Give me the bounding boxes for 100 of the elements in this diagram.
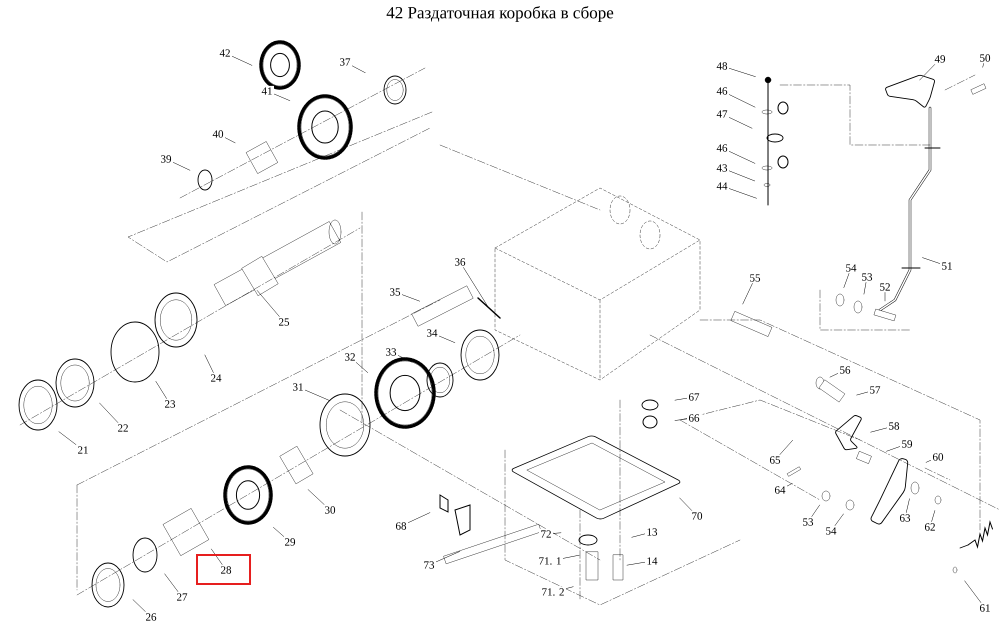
leader-line [273,527,284,537]
callout-number: 64 [773,484,787,496]
callout-number: 35 [388,286,402,298]
leader-line [626,562,646,566]
callout-number: 49 [933,54,947,64]
callout-number: 26 [144,612,158,622]
leader-line [884,292,886,302]
callout-number: 48 [715,60,729,72]
callout-number: 54 [844,262,858,274]
leader-line [566,586,574,589]
callout-number: 73 [422,560,436,570]
callout-number: 53 [860,272,874,282]
leader-line [224,137,236,144]
leader-line [256,290,280,317]
leader-line [844,273,850,288]
leader-line [679,498,692,511]
leader-line [780,440,793,455]
callout-number: 56 [838,364,852,376]
leader-line [728,94,756,108]
leader-line [856,392,868,396]
leader-line [58,431,76,445]
leader-line [552,532,562,534]
leader-line [964,580,982,603]
leader-line [728,117,752,129]
leader-line [438,336,456,343]
leader-line [922,257,940,264]
callout-number: 39 [159,154,173,164]
callout-number: 67 [687,392,701,402]
callout-number: 46 [715,142,729,154]
leader-line [931,510,936,522]
callout-number: 43 [715,162,729,174]
callout-number: 40 [211,128,225,140]
callout-number: 47 [715,108,729,120]
callout-number: 27 [175,592,189,602]
callout-number: 54 [824,526,838,536]
leader-line [436,551,460,562]
leader-line [308,489,324,505]
callout-number: 70 [690,510,704,522]
leader-line [463,267,490,309]
callout-number: 71. 2 [540,586,566,598]
leader-line [834,514,844,526]
leader-line [156,381,167,399]
leader-line [232,56,252,66]
leader-line [352,66,366,74]
callout-number: 72 [539,528,553,540]
callout-number: 25 [277,316,291,328]
callout-number: 31 [291,382,305,392]
callout-number: 37 [338,56,352,68]
leader-line [728,151,756,164]
leader-line [172,162,190,171]
leader-line [132,599,146,612]
callout-number: 21 [76,444,90,456]
callout-number: 13 [645,526,659,538]
leader-line [919,64,936,80]
leader-line [631,534,646,538]
leader-line [728,68,756,77]
callout-number: 34 [425,328,439,338]
leader-line [408,512,430,523]
callout-number: 46 [715,86,729,96]
leader-line [786,483,793,486]
callout-number: 22 [116,422,130,434]
callout-number: 36 [453,256,467,268]
callout-number: 29 [283,536,297,548]
callout-number: 50 [978,52,992,64]
leader-line [742,283,753,304]
leader-line [982,63,984,68]
leader-line [870,428,888,432]
callout-number: 53 [801,516,815,528]
callout-number: 63 [898,512,912,524]
leader-line [811,504,820,517]
leader-line [164,574,178,592]
leader-line [886,446,900,452]
leader-line [402,294,420,302]
callout-number: 61 [978,602,992,614]
leader-line [304,390,330,401]
callout-number: 30 [323,504,337,516]
callout-number: 57 [868,384,882,396]
title: 42 Раздаточная коробка в сборе [386,6,614,22]
callout-number: 32 [343,352,357,362]
callout-number: 62 [923,522,937,532]
leader-line [926,460,932,463]
leader-line [864,282,866,294]
callout-number: 33 [384,346,398,358]
callout-number: 60 [931,452,945,462]
leader-line [398,355,412,362]
callout-number: 66 [687,412,701,424]
leader-line [356,362,368,373]
leader-line [906,498,910,513]
callout-number: 51 [940,260,954,272]
leader-line [674,398,688,400]
callout-number: 59 [900,438,914,450]
callout-number: 14 [645,556,659,566]
callout-number: 24 [209,372,223,384]
callout-number: 42 [218,48,232,58]
leader-line [204,354,214,373]
callout-number: 55 [748,272,762,284]
callout-number: 65 [768,454,782,466]
callout-number: 68 [394,520,408,532]
callout-number: 58 [887,420,901,432]
leader-line [274,94,290,101]
